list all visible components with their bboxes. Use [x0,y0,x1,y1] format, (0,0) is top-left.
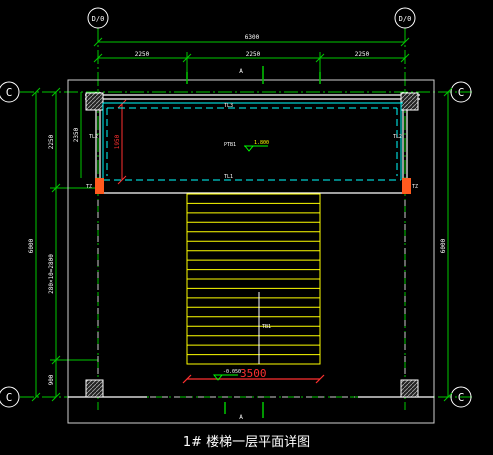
axis-label-left-bottom: C [6,391,13,404]
right-dimensions [443,87,453,402]
walls [68,92,434,398]
label-slab-ptb1: PTB1 [224,142,236,148]
label-column-tz-left: TZ [86,184,92,190]
column-bottom-right [400,379,419,398]
column-top-left [85,92,104,111]
label-beam-tl2-right: TL2 [393,134,402,140]
column-tz-right [402,178,411,194]
axis-label-top-left: D/0 [92,15,105,23]
axis-bubble-left-top [0,81,20,103]
elevation-landing-text: 1.800 [254,140,269,146]
dim-red-landing: 1950 [114,134,121,149]
dim-left-total: 6000 [28,238,35,253]
axis-label-left-top: C [6,86,13,99]
dim-right-total: 6000 [440,238,447,253]
axis-label-right-top: C [458,86,465,99]
corner-columns [85,92,419,398]
drawing-title: 1# 楼梯一层平面详图 [182,435,311,450]
beams [102,102,403,180]
stair-width-dimension [182,374,325,384]
stair-treads [187,202,320,356]
dim-top-seg-2: 2250 [246,51,261,58]
dim-top-seg-1: 2250 [135,51,150,58]
axis-bubbles [0,7,472,408]
dim-top-seg-3: 2250 [355,51,370,58]
section-label-bottom: A [239,414,243,421]
label-stair-tb1: TB1 [262,324,271,330]
column-top-right [400,92,419,111]
label-beam-tl1: TL1 [224,174,233,180]
axis-bubble-left-bottom [0,386,20,408]
elevation-marker-landing: 1.800 [243,140,269,152]
dim-left-bottom: 900 [48,374,55,385]
axis-bubble-right-bottom [450,386,472,408]
dim-left-seg-1: 2250 [48,134,55,149]
section-label-top: A [239,68,243,75]
axis-label-top-right: D/0 [399,15,412,23]
elevation-marker-floor: -0.050 [212,369,241,381]
dim-left-long: 280×10=2800 [48,254,55,294]
dim-top-total: 6300 [245,34,260,41]
beam-dashed [103,107,401,181]
axis-bubble-top-left [87,7,109,29]
axis-bubble-right-top [450,81,472,103]
outer-boundary [67,79,435,424]
left-dimensions [31,87,98,402]
axis-lines [20,28,472,410]
dim-stair-width: 3500 [240,367,267,380]
label-column-tz-right: TZ [412,184,418,190]
column-tz-left [95,178,104,194]
label-beam-tl3: TL3 [224,103,233,109]
elevation-floor-text: -0.050 [223,369,241,375]
section-markers [186,66,321,418]
hidden-wall-lines [97,200,406,398]
red-dimension [117,99,127,185]
dim-left-seg-2: 2350 [73,127,80,142]
axis-label-right-bottom: C [458,391,465,404]
axis-bubble-top-right [394,7,416,29]
label-beam-tl2-left: TL2 [89,134,98,140]
column-bottom-left [85,379,104,398]
stair-flight [186,193,321,365]
